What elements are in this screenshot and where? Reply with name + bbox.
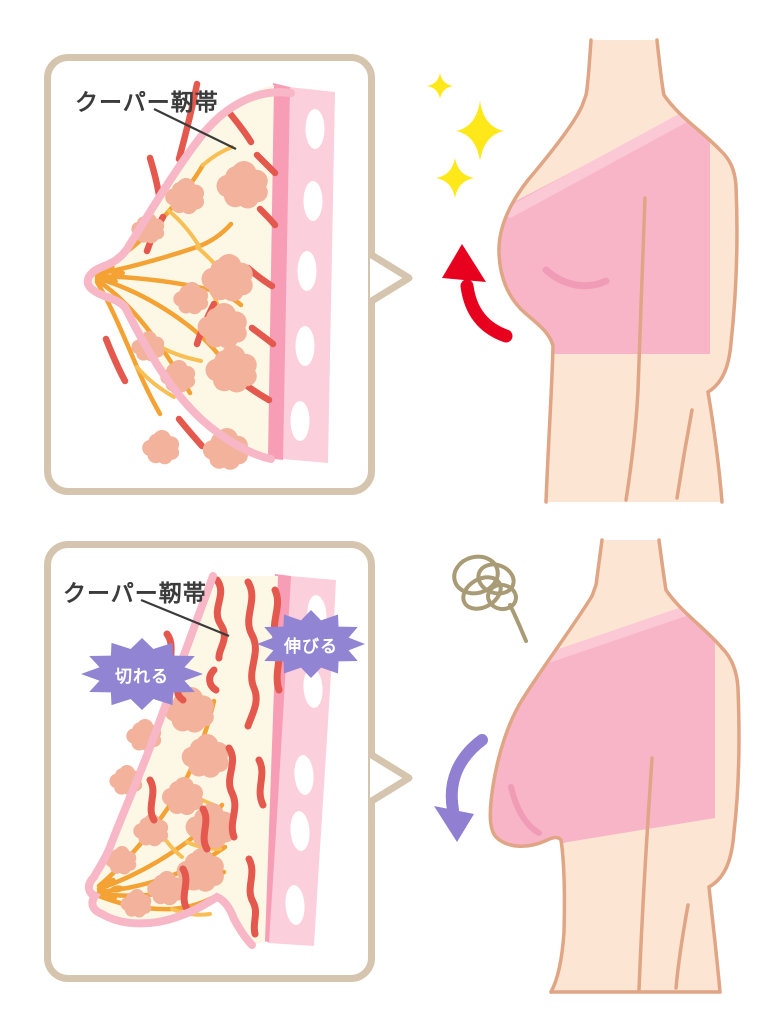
sag-down-arrow-icon [434, 734, 488, 842]
chest-wall [267, 83, 335, 463]
bra-crease [508, 784, 542, 836]
cooper-ligament-label: クーパー靭帯 [63, 580, 207, 606]
lactiferous-sinus [102, 877, 124, 901]
rib-ovals [285, 595, 327, 925]
bra [490, 601, 715, 849]
breast-skin-outline [83, 88, 295, 463]
label-pointer-line [140, 598, 230, 638]
firm-bust-torso [497, 38, 739, 504]
bra-crease [542, 266, 610, 290]
tear-callout-text: 切れる [115, 666, 169, 686]
lift-up-arrow-icon [442, 244, 513, 343]
tangle-scribble-icon [452, 554, 528, 643]
stretch-callout-text: 伸びる [284, 636, 338, 656]
speech-bubble-tail-icon [370, 750, 413, 806]
cooper-ligament-label: クーパー靭帯 [75, 89, 219, 115]
sagging-breast-diagram [84, 572, 336, 949]
label-pointer-line [153, 108, 237, 150]
bra [498, 112, 710, 354]
breast-skin-outline [84, 572, 256, 949]
sagging-bust-torso [488, 538, 741, 994]
torso-outline [497, 38, 739, 504]
healthy-breast-diagram [83, 80, 335, 470]
top-speech-bubble: クーパー靭帯 [44, 54, 375, 495]
bottom-speech-bubble: クーパー靭帯 切れる 伸びる [44, 541, 375, 982]
torso-outline [488, 538, 741, 994]
sparkles-icon [427, 73, 504, 198]
speech-bubble-tail-icon [370, 250, 413, 306]
rib-ovals [290, 109, 325, 441]
